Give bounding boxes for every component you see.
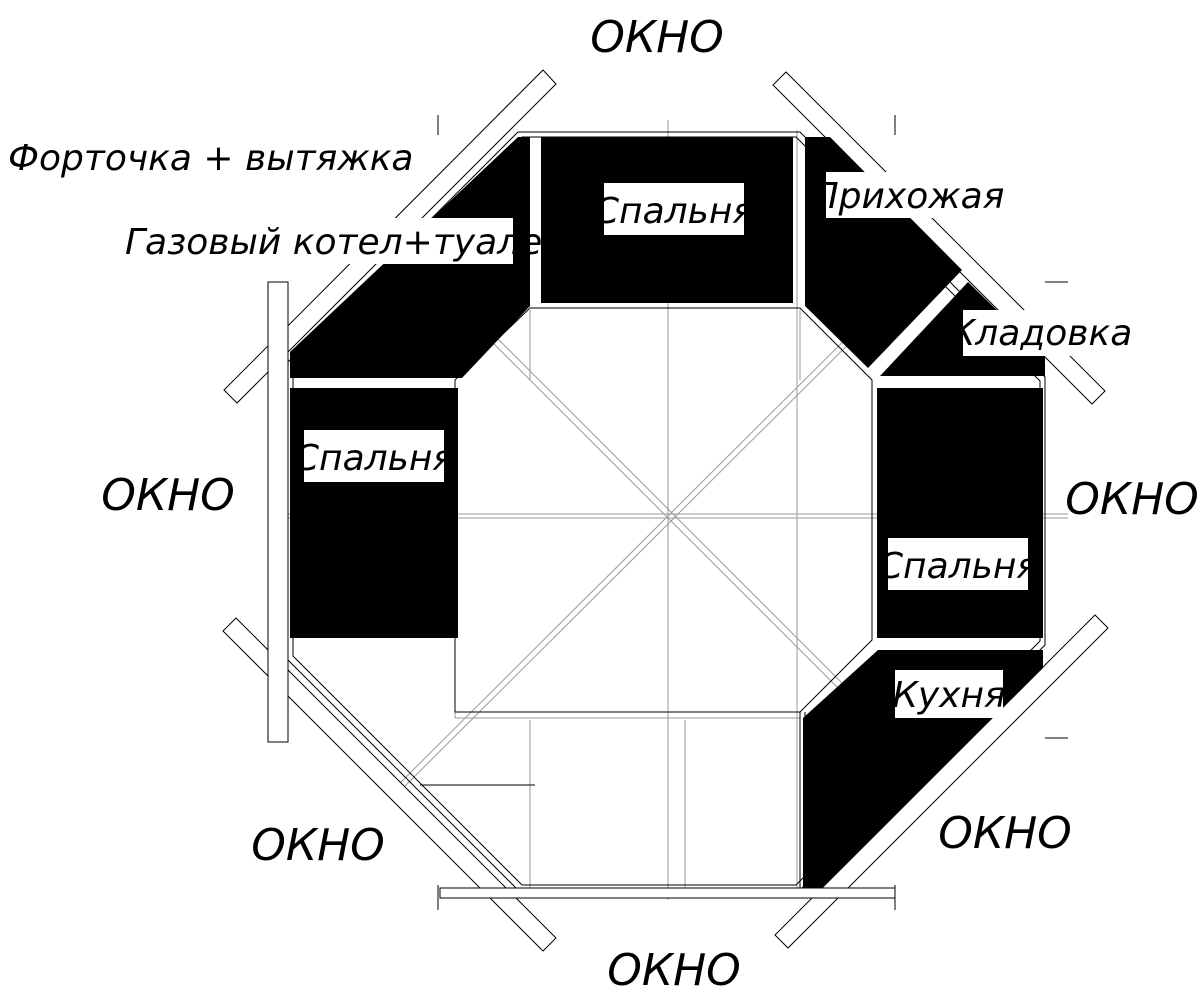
label-window-right: ОКНО	[1065, 474, 1199, 525]
inner-hall-outline	[454, 307, 873, 713]
room-bedroom-left	[290, 388, 458, 638]
label-boiler-toilet: Газовый котел+туалет	[125, 222, 564, 263]
label-window-bottom: ОКНО	[607, 945, 741, 996]
tick-marks	[437, 115, 1068, 910]
label-vent: Форточка + вытяжка	[8, 138, 414, 179]
label-window-top: ОКНО	[590, 12, 724, 63]
label-bedroom-right: Спальня	[878, 546, 1038, 587]
room-label-boxes	[118, 172, 1120, 718]
label-bedroom-left: Спальня	[294, 438, 454, 479]
label-hallway: Прихожая	[812, 176, 1005, 217]
label-pantry: Кладовка	[950, 313, 1133, 354]
label-window-bottom-right: ОКНО	[938, 808, 1072, 859]
label-bedroom-top: Спальня	[594, 191, 754, 232]
label-window-bottom-left: ОКНО	[251, 820, 385, 871]
label-window-left: ОКНО	[101, 470, 235, 521]
room-bedroom-right	[877, 388, 1043, 638]
label-kitchen: Кухня	[892, 675, 1005, 716]
